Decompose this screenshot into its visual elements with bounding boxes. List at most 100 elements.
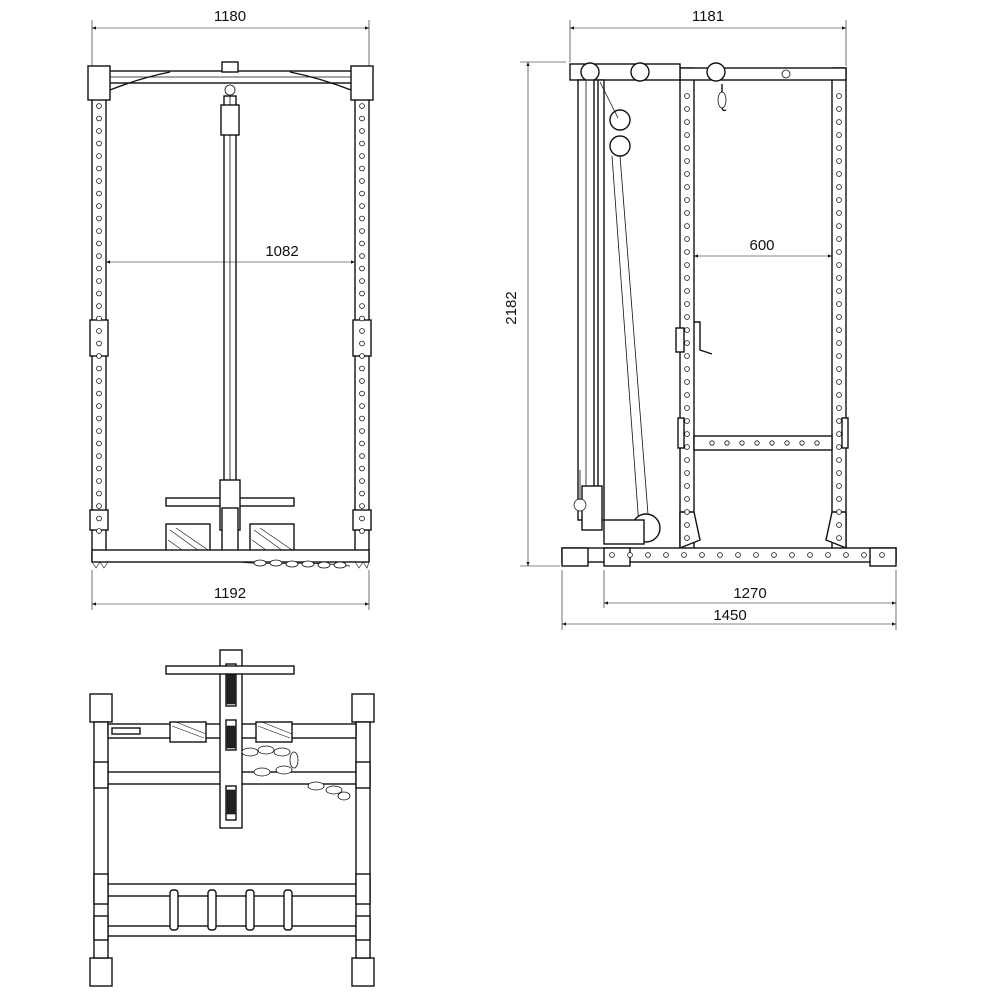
upright-hole bbox=[684, 132, 690, 138]
upright-hole bbox=[96, 153, 102, 159]
upright-hole bbox=[684, 171, 690, 177]
upright-hole bbox=[684, 210, 690, 216]
upright-hole bbox=[836, 119, 842, 125]
upright-hole bbox=[359, 528, 365, 534]
upright-hole bbox=[836, 457, 842, 463]
upright-hole bbox=[359, 140, 365, 147]
upright-hole bbox=[836, 184, 842, 190]
front-dimensions: 1180 1082 1192 bbox=[91, 8, 370, 610]
upright-hole bbox=[836, 470, 842, 476]
upright-hole bbox=[359, 240, 365, 247]
upright-hole bbox=[684, 106, 690, 112]
upright-hole bbox=[684, 197, 690, 203]
side-base-depth: 1270 bbox=[733, 585, 766, 602]
upright-hole bbox=[96, 528, 102, 534]
upright-hole bbox=[96, 365, 102, 372]
upright-hole bbox=[96, 440, 102, 447]
upright-hole bbox=[684, 431, 690, 437]
upright-hole bbox=[359, 340, 365, 347]
upright-hole bbox=[836, 366, 842, 372]
upright-hole bbox=[96, 165, 102, 172]
upright-hole bbox=[836, 262, 842, 268]
safety-bar-hole bbox=[739, 440, 745, 446]
upright-hole bbox=[359, 490, 365, 497]
upright-hole bbox=[359, 315, 365, 322]
upright-hole bbox=[359, 165, 365, 172]
upright-hole bbox=[684, 483, 690, 489]
side-height: 2182 bbox=[503, 291, 520, 324]
upright-hole bbox=[359, 503, 365, 509]
upright-hole bbox=[836, 106, 842, 112]
upright-hole bbox=[96, 415, 102, 422]
upright-hole bbox=[96, 140, 102, 147]
upright-hole bbox=[836, 535, 842, 541]
upright-hole bbox=[96, 490, 102, 497]
upright-hole bbox=[836, 275, 842, 281]
upright-hole bbox=[359, 465, 365, 472]
upright-hole bbox=[684, 327, 690, 333]
upright-hole bbox=[359, 215, 365, 222]
upright-hole bbox=[836, 327, 842, 333]
upright-hole bbox=[359, 128, 365, 134]
upright-hole bbox=[684, 184, 690, 190]
base-hole bbox=[807, 552, 813, 558]
upright-hole bbox=[684, 496, 690, 502]
upright-hole bbox=[684, 418, 690, 424]
upright-hole bbox=[836, 405, 842, 411]
upright-hole bbox=[96, 190, 102, 197]
upright-hole bbox=[96, 328, 102, 334]
upright-hole bbox=[359, 115, 365, 122]
upright-hole bbox=[836, 93, 842, 99]
upright-hole bbox=[96, 203, 102, 209]
upright-hole bbox=[836, 145, 842, 151]
upright-hole bbox=[684, 366, 690, 372]
upright-hole bbox=[836, 223, 842, 229]
upright-hole bbox=[684, 262, 690, 268]
upright-hole bbox=[359, 515, 365, 522]
upright-hole bbox=[684, 301, 690, 307]
side-inner-depth: 600 bbox=[749, 237, 774, 254]
base-hole bbox=[663, 552, 669, 558]
upright-hole bbox=[359, 365, 365, 372]
upright-hole bbox=[684, 145, 690, 151]
upright-hole bbox=[684, 444, 690, 450]
upright-hole bbox=[684, 470, 690, 476]
upright-hole bbox=[96, 465, 102, 472]
upright-hole bbox=[359, 253, 365, 259]
upright-hole bbox=[836, 340, 842, 346]
upright-hole bbox=[96, 115, 102, 122]
upright-hole bbox=[96, 515, 102, 522]
upright-hole bbox=[684, 288, 690, 294]
upright-hole bbox=[684, 119, 690, 125]
upright-hole bbox=[836, 171, 842, 177]
base-hole bbox=[771, 552, 777, 558]
base-hole bbox=[645, 552, 651, 558]
upright-hole bbox=[96, 265, 102, 272]
upright-hole bbox=[359, 290, 365, 297]
base-hole bbox=[843, 552, 849, 558]
upright-hole bbox=[96, 353, 102, 359]
upright-hole bbox=[359, 228, 365, 234]
upright-hole bbox=[359, 103, 365, 109]
upright-hole bbox=[96, 378, 102, 384]
upright-hole bbox=[836, 301, 842, 307]
upright-hole bbox=[684, 379, 690, 385]
base-hole bbox=[681, 552, 687, 558]
upright-hole bbox=[836, 444, 842, 450]
upright-hole bbox=[836, 288, 842, 294]
front-bottom-width: 1192 bbox=[214, 585, 246, 602]
upright-hole bbox=[836, 197, 842, 203]
side-total-depth: 1450 bbox=[713, 607, 746, 624]
safety-bar-hole bbox=[724, 440, 730, 446]
upright-hole bbox=[96, 228, 102, 234]
safety-bar-hole bbox=[754, 440, 760, 446]
upright-hole bbox=[684, 457, 690, 463]
base-hole bbox=[861, 552, 867, 558]
upright-hole bbox=[684, 314, 690, 320]
upright-hole bbox=[836, 132, 842, 138]
base-hole bbox=[609, 552, 615, 558]
base-hole bbox=[717, 552, 723, 558]
upright-hole bbox=[359, 453, 365, 459]
upright-hole bbox=[96, 390, 102, 397]
upright-hole bbox=[359, 178, 365, 184]
